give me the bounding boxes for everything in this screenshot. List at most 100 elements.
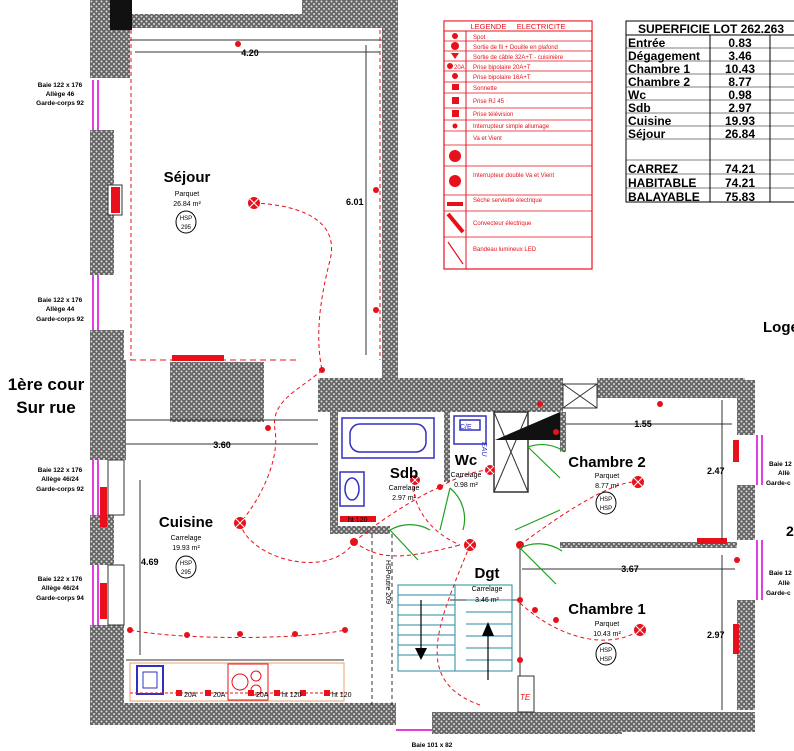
room-chambre1-floor: Parquet bbox=[595, 621, 620, 628]
legend-symbol-prise16 bbox=[452, 73, 458, 79]
wall-bottom-far-right bbox=[622, 712, 755, 732]
te-box bbox=[517, 675, 535, 713]
legend-symbol-convecteur bbox=[446, 212, 465, 234]
walls bbox=[90, 0, 755, 734]
room-chambre2-area: 8.77 m² bbox=[595, 483, 619, 490]
surface-row-value: 26.84 bbox=[725, 127, 755, 141]
legend-item-seche: Sèche serviette électrique bbox=[473, 198, 543, 204]
hsp-sejour: HSP 295 bbox=[175, 210, 197, 234]
staircase bbox=[397, 584, 513, 672]
legend-symbol-tv bbox=[452, 110, 459, 117]
legend-item-convecteur: Convecteur électrique bbox=[473, 221, 532, 227]
room-wc-floor: Carrelage bbox=[451, 472, 482, 479]
legend-item-rj45: Prise RJ 45 bbox=[473, 99, 505, 105]
fixture-chambre1 bbox=[634, 624, 646, 636]
surface-row-value: 19.93 bbox=[725, 114, 755, 128]
room-sdb-name: Sdb bbox=[390, 465, 418, 482]
room-sejour-floor: Parquet bbox=[175, 191, 200, 198]
hsp-ovals: HSP 295 HSP 295 HSP HSP HSP HSP bbox=[175, 210, 617, 666]
legend-item-interrupteur: Interrupteur simple allumage bbox=[473, 124, 550, 130]
eau-label: EAU bbox=[480, 442, 487, 457]
convector-ch2b bbox=[733, 440, 739, 462]
surface-row-label: Chambre 1 bbox=[628, 62, 690, 76]
street-label-1: 1ère cour bbox=[8, 375, 85, 394]
room-cuisine-floor: Carrelage bbox=[171, 535, 202, 542]
convectors bbox=[100, 187, 739, 654]
room-chambre1-name: Chambre 1 bbox=[568, 601, 646, 618]
wall-mid-block bbox=[170, 362, 264, 422]
surface-row-label: Wc bbox=[628, 88, 646, 102]
svg-text:HSP: HSP bbox=[600, 648, 612, 654]
wall-right bbox=[737, 380, 755, 435]
bathroom-fixtures bbox=[339, 415, 487, 507]
legend-symbol-spot bbox=[452, 33, 458, 39]
room-cuisine-area: 19.93 m² bbox=[172, 545, 200, 552]
dim-367: 3.67 bbox=[621, 564, 639, 574]
hspoutre-label: HSPoutre 209 bbox=[384, 560, 391, 604]
surface-row-value: 0.83 bbox=[728, 36, 752, 50]
te-label: TE bbox=[520, 693, 531, 702]
convector-ch1 bbox=[733, 624, 739, 654]
fixture-wc bbox=[485, 465, 495, 475]
legend-item-prise20a: Prise bipolaire 20A+T bbox=[473, 65, 531, 71]
p20a-2: 20A bbox=[213, 692, 226, 699]
room-chambre1-area: 10.43 m² bbox=[593, 631, 621, 638]
ceiling-fixtures bbox=[234, 197, 646, 636]
dim-601: 6.01 bbox=[346, 197, 364, 207]
hsp-chambre2: HSP HSP bbox=[595, 491, 617, 515]
legend-symbol-double bbox=[449, 175, 461, 187]
kitchen-sink bbox=[136, 665, 164, 695]
ht120-2: ht 120 bbox=[332, 692, 352, 699]
room-chambre2-floor: Parquet bbox=[595, 473, 620, 480]
convector-sejour-2 bbox=[111, 187, 120, 213]
surface-total-label: CARREZ bbox=[628, 162, 678, 176]
legend-symbol-cable bbox=[451, 53, 459, 59]
surface-total-label: BALAYABLE bbox=[628, 190, 700, 204]
wall-sdb-left bbox=[330, 412, 338, 530]
svg-text:HSP: HSP bbox=[180, 216, 192, 222]
legend-title: LEGENDE ELECTRICITE bbox=[470, 22, 565, 31]
legend-item-tv: Prise télévision bbox=[473, 112, 513, 118]
ht120-3: ht 120 bbox=[348, 517, 368, 524]
logement-label: Loge bbox=[763, 319, 794, 336]
wall-top bbox=[130, 14, 382, 28]
legend-symbol-sonnette bbox=[452, 84, 459, 90]
fixture-chambre2 bbox=[632, 476, 644, 488]
wall-mid-horizontal bbox=[318, 378, 563, 412]
room-labels: Séjour Parquet 26.84 m² Cuisine Carrelag… bbox=[159, 169, 646, 638]
surface-row-label: Dégagement bbox=[628, 49, 700, 63]
surface-row-value: 10.43 bbox=[725, 62, 755, 76]
legend-symbol-rj45 bbox=[452, 97, 459, 104]
svg-text:295: 295 bbox=[181, 225, 192, 231]
surface-row-label: Séjour bbox=[628, 127, 666, 141]
svg-text:HSP: HSP bbox=[600, 506, 612, 512]
surface-total-value: 74.21 bbox=[725, 176, 755, 190]
wall-ch2-left bbox=[560, 412, 566, 452]
convector-cuisine-2 bbox=[100, 583, 107, 619]
room-sdb-floor: Carrelage bbox=[389, 485, 420, 492]
ht120-1: ht 120 bbox=[282, 692, 302, 699]
dim-420: 4.20 bbox=[241, 48, 259, 58]
fixture-sejour bbox=[248, 197, 260, 209]
legend-item-led: Bandeau lumineux LED bbox=[473, 247, 537, 253]
wall-top-corner bbox=[110, 0, 132, 30]
room-chambre2-name: Chambre 2 bbox=[568, 454, 646, 471]
dim-155: 1.55 bbox=[634, 419, 652, 429]
surface-row-value: 0.98 bbox=[728, 88, 752, 102]
legend-item-vaetvient: Va et Vient bbox=[473, 136, 502, 142]
legend-symbol-douille bbox=[451, 42, 459, 50]
fixture-sdb bbox=[410, 475, 420, 485]
surface-table: SUPERFICIE LOT 262.263 Entrée Dégagement… bbox=[625, 20, 794, 204]
legend-item-spot: Spot bbox=[473, 35, 486, 41]
surface-row-value: 8.77 bbox=[728, 75, 752, 89]
legend-item-douille: Sortie de fil + Douille en plafond bbox=[473, 45, 558, 51]
p20a-1: 20A bbox=[184, 692, 197, 699]
washbasin bbox=[339, 471, 365, 507]
fixture-dgt bbox=[464, 539, 476, 551]
wall-bottom-left bbox=[120, 703, 396, 725]
surface-row-label: Entrée bbox=[628, 36, 666, 50]
